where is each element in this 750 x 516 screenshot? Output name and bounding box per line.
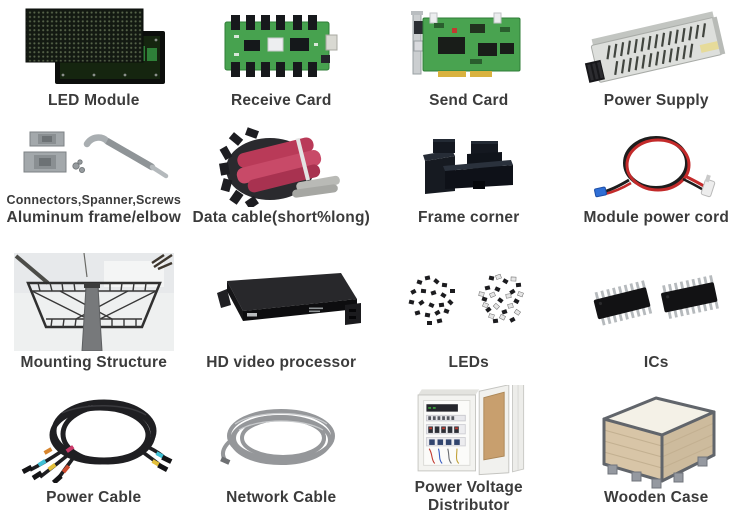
product-card-power-voltage-distributor: Power Voltage Distributor <box>375 385 563 516</box>
product-label: Power Cable <box>46 488 142 506</box>
send-card-image-wrap <box>375 0 563 92</box>
power-voltage-distributor-image <box>417 385 524 476</box>
product-card-aluminum-frame: Connectors,Spanner,Screws Aluminum frame… <box>0 125 188 250</box>
aluminum-frame-image-wrap <box>0 125 188 193</box>
product-label: Frame corner <box>418 208 520 226</box>
module-power-cord-image-wrap <box>563 125 750 209</box>
hd-video-processor-image-wrap <box>188 250 376 354</box>
product-label: HD video processor <box>206 353 357 371</box>
product-card-network-cable: Network Cable <box>188 385 376 516</box>
product-label: Power Supply <box>603 91 709 109</box>
frame-corner-image <box>422 138 513 194</box>
product-sublabel: Connectors,Spanner,Screws <box>6 193 181 208</box>
aluminum-frame-elbow-image <box>23 131 168 179</box>
product-card-send-card: Send Card <box>375 0 563 125</box>
hd-video-processor-image <box>217 272 362 325</box>
ics-image-wrap <box>563 250 750 354</box>
product-label: Network Cable <box>226 488 337 506</box>
product-label: Wooden Case <box>604 488 709 506</box>
product-label: LED Module <box>47 91 140 109</box>
product-label: Receive Card <box>230 91 332 109</box>
leds-image-wrap <box>375 250 563 354</box>
power-cable-image-wrap <box>0 385 188 489</box>
network-cable-image-wrap <box>188 385 376 489</box>
product-label: Send Card <box>429 91 509 109</box>
product-label: Module power cord <box>583 208 729 226</box>
mounting-structure-image-wrap <box>0 250 188 354</box>
mounting-structure-image <box>13 252 174 351</box>
wooden-case-image <box>602 396 716 489</box>
product-card-power-supply: Power Supply <box>563 0 750 125</box>
product-card-frame-corner: Frame corner <box>375 125 563 250</box>
frame-corner-image-wrap <box>375 125 563 209</box>
led-module-image-wrap <box>0 0 188 92</box>
send-card-image <box>410 10 521 77</box>
product-label: ICs <box>643 353 669 371</box>
product-card-hd-video-processor: HD video processor <box>188 250 376 385</box>
power-cable-image <box>21 399 173 483</box>
power-supply-image-wrap <box>563 0 750 92</box>
receive-card-image <box>224 14 338 77</box>
product-card-wooden-case: Wooden Case <box>563 385 750 516</box>
led-module-image <box>25 8 165 84</box>
leds-image <box>408 273 524 325</box>
product-label: Mounting Structure <box>20 353 168 371</box>
product-label: LEDs <box>448 353 489 371</box>
product-card-mounting-structure: Mounting Structure <box>0 250 188 385</box>
product-label: Power Voltage Distributor <box>414 479 523 514</box>
product-card-led-module: LED Module <box>0 0 188 125</box>
product-card-data-cable: Data cable(short%long) <box>188 125 376 250</box>
product-card-power-cable: Power Cable <box>0 385 188 516</box>
product-card-leds: LEDs <box>375 250 563 385</box>
wooden-case-image-wrap <box>563 385 750 489</box>
data-cable-image <box>219 127 341 207</box>
receive-card-image-wrap <box>188 0 376 92</box>
ics-image <box>594 274 720 326</box>
network-cable-image <box>220 408 336 465</box>
product-label: Data cable(short%long) <box>192 208 370 226</box>
product-card-ics: ICs <box>563 250 750 385</box>
power-voltage-distributor-image-wrap <box>375 385 563 479</box>
module-power-cord-image <box>594 135 716 197</box>
product-card-module-power-cord: Module power cord <box>563 125 750 250</box>
product-label: Aluminum frame/elbow <box>6 208 182 226</box>
data-cable-image-wrap <box>188 125 376 209</box>
product-card-receive-card: Receive Card <box>188 0 376 125</box>
power-supply-image <box>585 11 726 83</box>
